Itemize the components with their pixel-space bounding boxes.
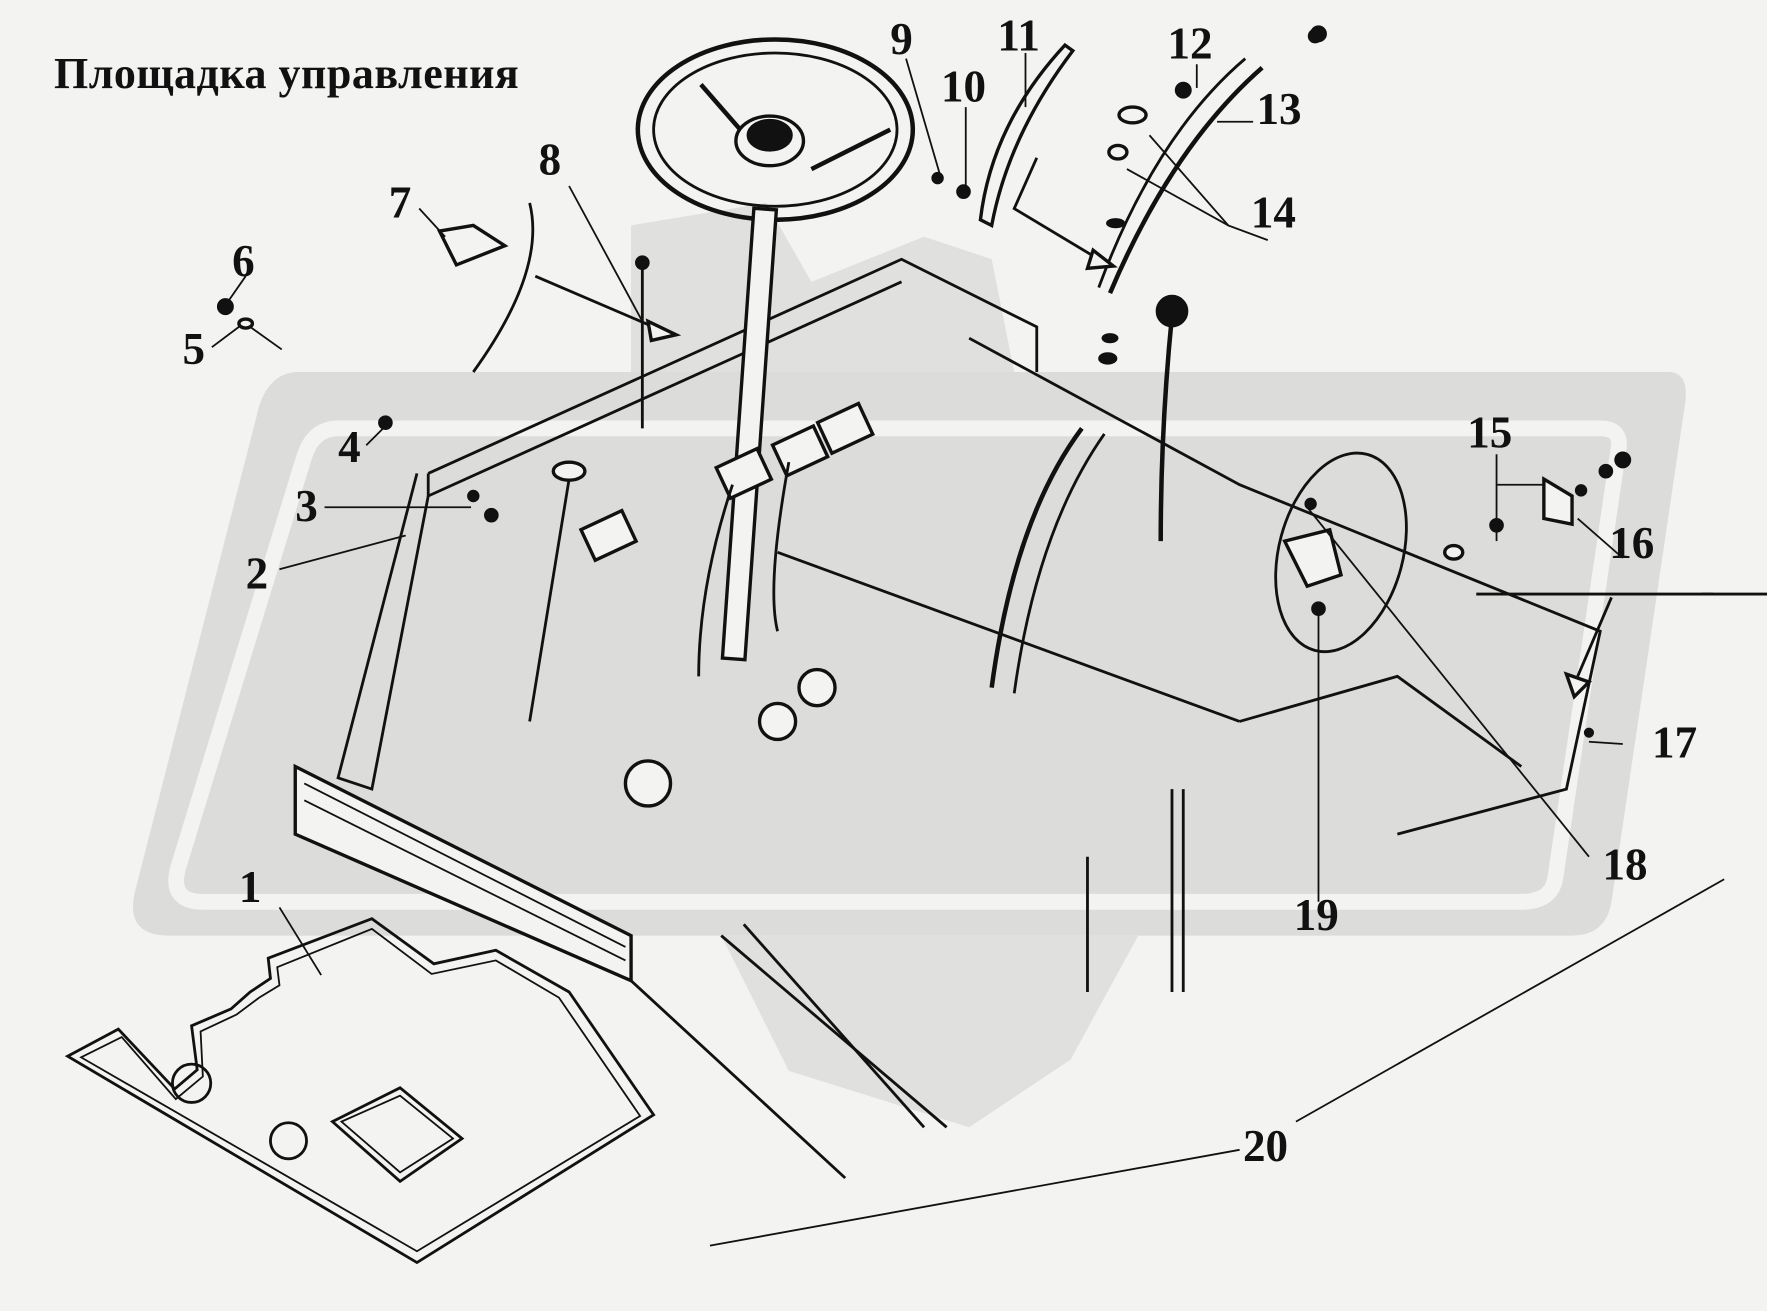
toothed-sector [978,42,1264,694]
callout-10: 10 [941,61,986,111]
callout-14: 14 [1251,188,1296,238]
callout-11: 11 [997,11,1040,61]
callout-20: 20 [1243,1121,1288,1171]
callout-4: 4 [338,422,361,472]
callout-6: 6 [232,236,255,286]
callout-3: 3 [295,481,318,531]
callout-16: 16 [1609,518,1654,568]
callout-15: 15 [1467,408,1512,458]
callout-12: 12 [1167,19,1212,69]
callout-5: 5 [183,324,206,374]
callout-2: 2 [246,548,269,598]
pedals-and-levers [528,255,1189,808]
small-hardware [216,25,1632,738]
floor-mat [64,917,656,1265]
callout-13: 13 [1257,84,1302,134]
callout-17: 17 [1652,718,1697,768]
callout-7: 7 [389,178,412,228]
callout-8: 8 [539,135,562,185]
callout-numbers: 1 2 3 4 5 6 7 8 9 10 11 12 13 14 15 16 1… [183,11,1698,1171]
callout-18: 18 [1602,839,1647,889]
callout-1: 1 [239,862,262,912]
watermark-logo [132,202,1686,1128]
diagram-title: Площадка управления [54,49,520,98]
assembly-arrows [472,157,1767,700]
steering-wheel [635,37,916,662]
callout-19: 19 [1294,890,1339,940]
detail-circle [1274,451,1408,654]
platform-body [293,257,1602,1180]
callout-9: 9 [890,14,913,64]
leader-lines [211,52,1725,1247]
